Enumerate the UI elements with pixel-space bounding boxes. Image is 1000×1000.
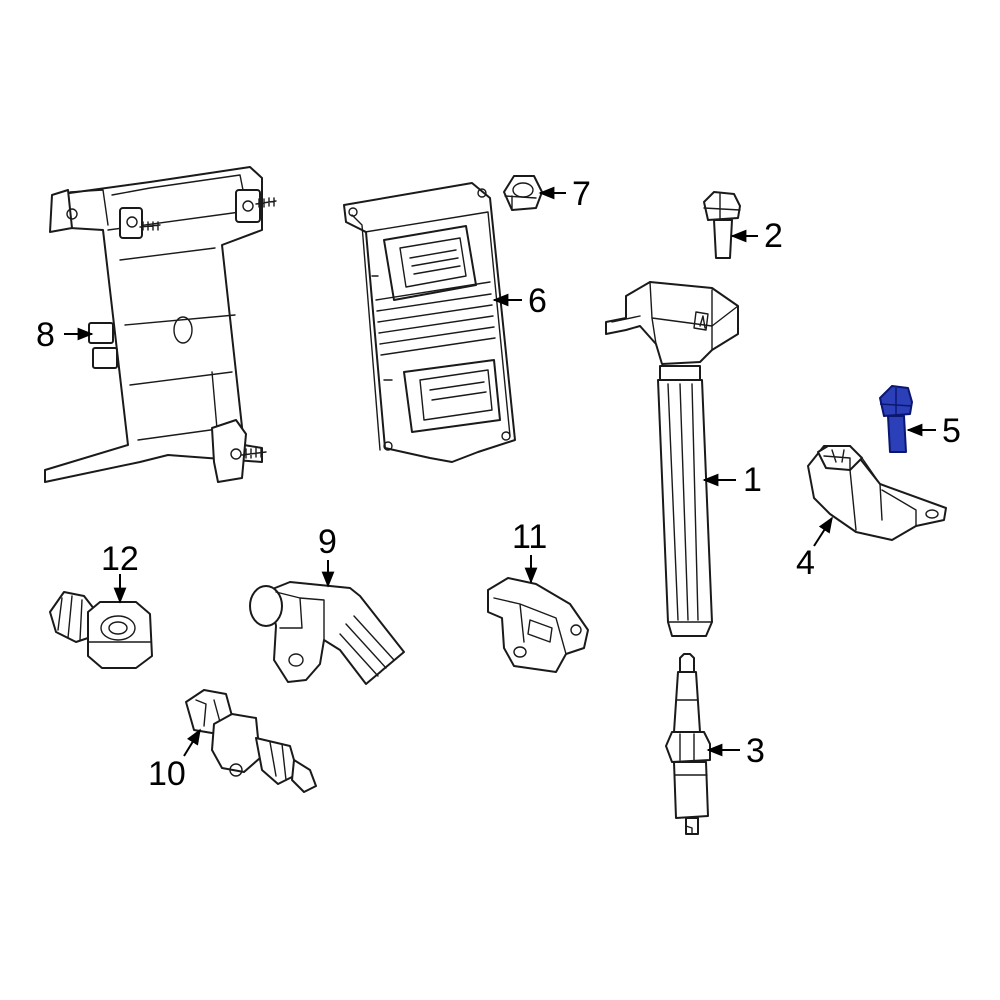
part-12-knock-sensor[interactable] (49, 591, 153, 669)
callout-9: 9 (318, 523, 337, 561)
callout-1: 1 (743, 461, 762, 499)
leader-10 (183, 728, 201, 757)
part-2-bolt[interactable] (703, 191, 741, 259)
callout-11: 11 (512, 518, 547, 556)
callout-2: 2 (764, 217, 783, 255)
callout-4: 4 (796, 544, 815, 582)
part-7-nut[interactable] (503, 175, 543, 211)
callout-7: 7 (572, 175, 591, 213)
part-8-bracket[interactable] (44, 166, 277, 483)
callout-numbers: 1 2 3 4 5 6 7 8 9 10 11 12 (36, 175, 961, 793)
part-4-sensor[interactable] (807, 445, 947, 541)
callout-6: 6 (528, 282, 547, 320)
part-1-ignition-coil[interactable] (605, 281, 739, 637)
callout-8: 8 (36, 316, 55, 354)
leader-lines (64, 186, 936, 757)
callout-5: 5 (942, 412, 961, 450)
part-10-sensor[interactable] (185, 689, 317, 793)
part-3-spark-plug[interactable] (665, 653, 711, 835)
part-6-engine-control-module[interactable] (343, 182, 516, 463)
leader-4 (813, 516, 833, 547)
callout-10: 10 (148, 755, 186, 793)
part-11-sensor[interactable] (487, 577, 589, 673)
part-9-sensor[interactable] (249, 581, 405, 685)
callout-12: 12 (101, 540, 139, 578)
part-5-bolt-highlighted[interactable] (879, 385, 913, 453)
callout-3: 3 (746, 732, 765, 770)
